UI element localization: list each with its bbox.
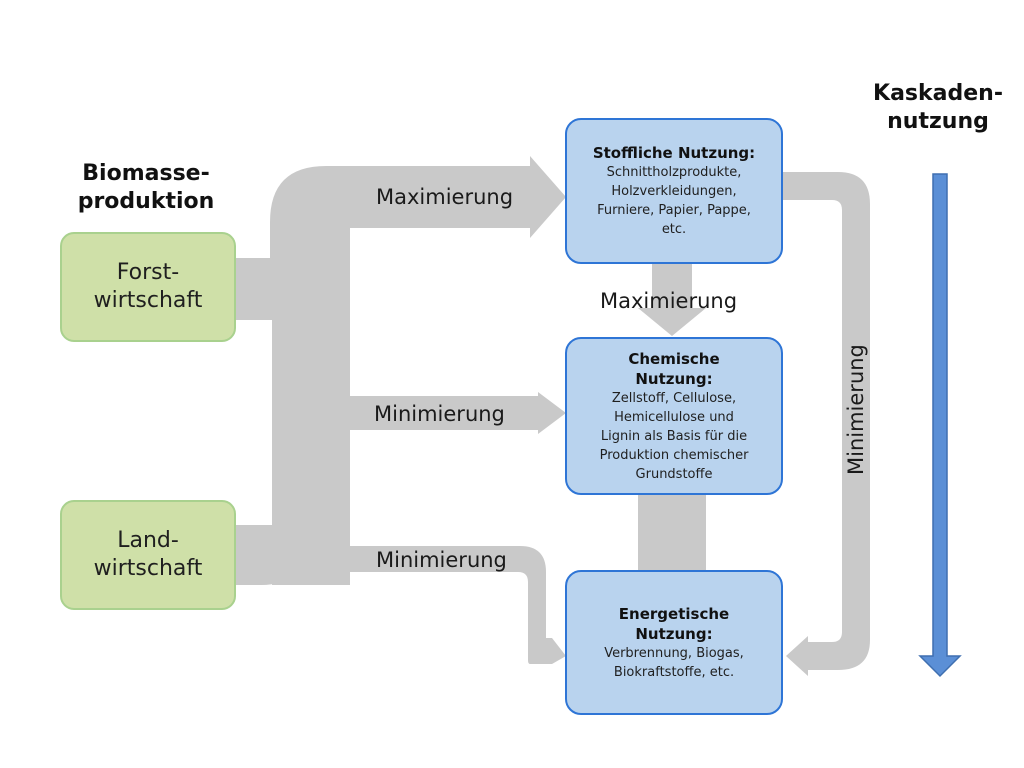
arrow-to-energy xyxy=(346,546,566,664)
cascade-arrow-icon xyxy=(918,173,962,678)
label-minimierung-chemical: Minimierung xyxy=(374,402,505,426)
arrow-material-to-chemical xyxy=(638,262,706,336)
chemical-use-box: Chemische Nutzung: Zellstoff, Cellulose,… xyxy=(565,337,783,495)
flow-arrows xyxy=(236,156,870,676)
label-maximierung-material: Maximierung xyxy=(376,185,514,209)
main-trunk xyxy=(272,228,350,585)
arrow-to-material xyxy=(326,156,566,238)
label-minimierung-loop: Minimierung xyxy=(844,344,868,475)
agriculture-box: Land- wirtschaft xyxy=(60,500,236,610)
loop-material-to-energy xyxy=(783,172,870,676)
biomass-production-heading: Biomasse- produktion xyxy=(77,161,215,214)
cascade-use-heading: Kaskaden- nutzung xyxy=(873,81,1003,134)
energy-use-title: Energetische Nutzung: xyxy=(618,604,730,643)
energy-use-description: Verbrennung, Biogas, Biokraftstoffe, etc… xyxy=(604,645,744,680)
chemical-use-title: Chemische Nutzung: xyxy=(628,349,720,388)
chemical-use-description: Zellstoff, Cellulose, Hemicellulose und … xyxy=(599,390,749,482)
arrow-chemical-to-energy xyxy=(638,495,706,570)
material-use-box: Stoffliche Nutzung: Schnittholzprodukte,… xyxy=(565,118,783,264)
label-minimierung-energy: Minimierung xyxy=(376,548,507,572)
forestry-box: Forst- wirtschaft xyxy=(60,232,236,342)
material-use-description: Schnittholzprodukte, Holzverkleidungen, … xyxy=(597,165,751,237)
label-maximierung-material-to-chemical: Maximierung xyxy=(600,289,738,313)
arrow-to-chemical xyxy=(346,392,566,434)
energy-use-box: Energetische Nutzung: Verbrennung, Bioga… xyxy=(565,570,783,715)
material-use-title: Stoffliche Nutzung: xyxy=(592,144,756,162)
